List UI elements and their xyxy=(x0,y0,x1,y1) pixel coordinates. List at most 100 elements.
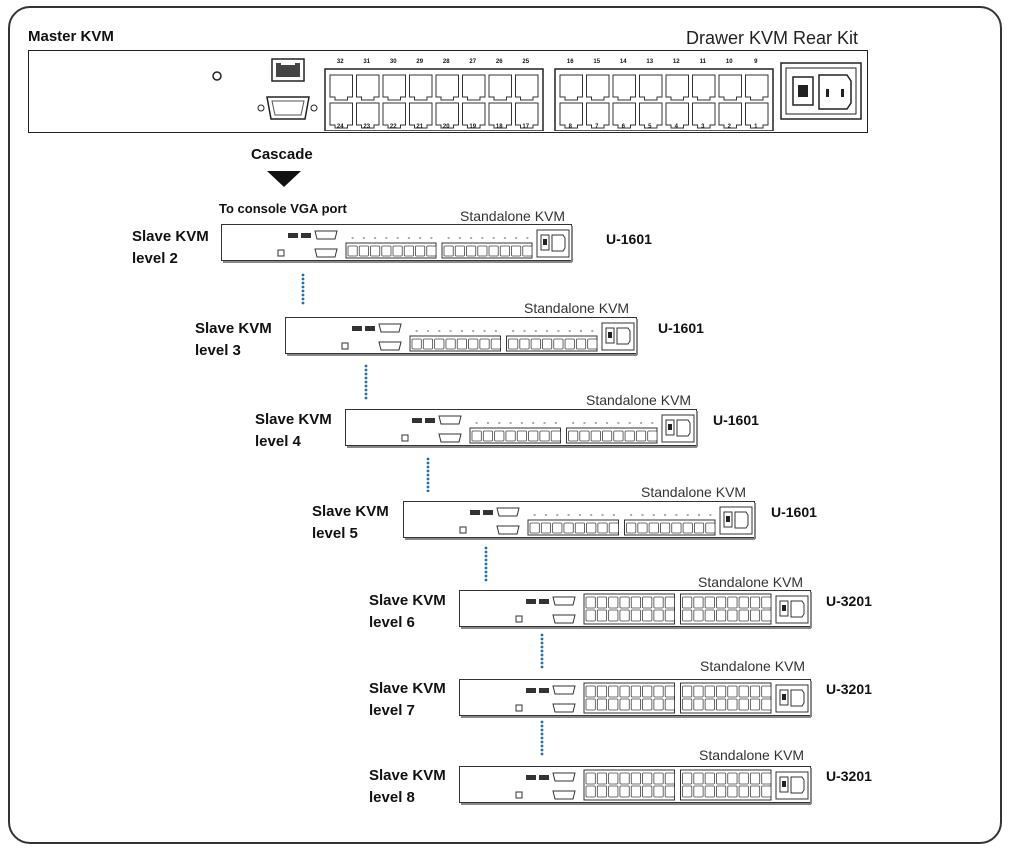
port-number-label: 5 xyxy=(648,124,652,130)
rj45-port-icon xyxy=(586,102,610,129)
port-number-label: 3 xyxy=(701,124,705,130)
slave-unit-graphic xyxy=(347,411,698,448)
cascade-chain-connector xyxy=(484,546,488,582)
port-number-label: 19 xyxy=(469,124,477,130)
rj45-port-icon xyxy=(409,74,433,101)
slave-type-label: Standalone KVM xyxy=(641,484,747,500)
cascade-label: Cascade xyxy=(251,146,313,163)
port-number-label: 24 xyxy=(336,124,344,130)
rj45-port-icon xyxy=(515,102,539,129)
port-number-label: 21 xyxy=(416,124,424,130)
power-module-icon xyxy=(780,62,862,120)
port-number-label: 28 xyxy=(442,59,450,65)
rj45-port-icon xyxy=(718,102,742,129)
cascade-chain-connector xyxy=(540,633,544,669)
rj45-port-icon xyxy=(435,102,459,129)
master-kvm-label: Master KVM xyxy=(28,28,114,45)
slave-name-label: Slave KVM xyxy=(312,503,389,520)
slave-model-label: U-1601 xyxy=(606,231,652,247)
slave-kvm-unit xyxy=(285,317,638,356)
slave-model-label: U-1601 xyxy=(658,320,704,336)
slave-level-label: level 5 xyxy=(312,525,358,542)
slave-kvm-unit xyxy=(459,679,812,718)
slave-unit-graphic xyxy=(461,681,812,718)
port-number-label: 1 xyxy=(754,124,758,130)
rj45-port-icon xyxy=(718,74,742,101)
rj45-port-icon xyxy=(462,102,486,129)
cascade-chain-connector xyxy=(364,364,368,400)
port-number-label: 22 xyxy=(389,124,397,130)
rj45-port-icon xyxy=(356,102,380,129)
rj45-cascade-port-icon xyxy=(271,58,305,82)
slave-kvm-unit xyxy=(345,409,698,448)
slave-unit-graphic xyxy=(223,226,573,263)
slave-level-label: level 8 xyxy=(369,789,415,806)
slave-unit-graphic xyxy=(461,768,812,805)
slave-model-label: U-1601 xyxy=(713,412,759,428)
slave-name-label: Slave KVM xyxy=(369,680,446,697)
slave-unit-graphic xyxy=(405,503,756,540)
port-number-label: 18 xyxy=(495,124,503,130)
rj45-port-icon xyxy=(488,102,512,129)
port-number-label: 12 xyxy=(672,59,680,65)
slave-name-label: Slave KVM xyxy=(369,592,446,609)
rj45-port-icon xyxy=(692,74,716,101)
rj45-port-icon xyxy=(586,74,610,101)
rj45-port-icon xyxy=(515,74,539,101)
port-number-label: 27 xyxy=(469,59,477,65)
slave-name-label: Slave KVM xyxy=(195,320,272,337)
port-number-label: 8 xyxy=(568,124,572,130)
slave-kvm-unit xyxy=(403,501,756,540)
console-vga-label: To console VGA port xyxy=(219,201,347,216)
rj45-port-icon xyxy=(329,102,353,129)
slave-name-label: Slave KVM xyxy=(255,411,332,428)
slave-type-label: Standalone KVM xyxy=(460,208,566,224)
port-number-label: 30 xyxy=(389,59,397,65)
rj45-port-icon xyxy=(559,74,583,101)
rj45-port-icon xyxy=(435,74,459,101)
cascade-chain-connector xyxy=(301,273,305,305)
port-number-label: 26 xyxy=(495,59,503,65)
cascade-chain-connector xyxy=(540,720,544,756)
slave-model-label: U-3201 xyxy=(826,593,872,609)
slave-unit-graphic xyxy=(287,319,638,356)
rj45-port-icon xyxy=(639,102,663,129)
rj45-port-icon xyxy=(382,102,406,129)
port-number-label: 23 xyxy=(363,124,371,130)
slave-level-label: level 4 xyxy=(255,433,301,450)
drawer-kit-title: Drawer KVM Rear Kit xyxy=(686,28,859,48)
port-number-label: 32 xyxy=(336,59,344,65)
screw-icon xyxy=(212,71,222,81)
port-number-label: 11 xyxy=(699,59,706,65)
slave-model-label: U-3201 xyxy=(826,681,872,697)
cascade-arrow-icon xyxy=(267,171,301,187)
port-number-label: 9 xyxy=(754,59,758,65)
power-socket-icon xyxy=(818,74,852,110)
slave-kvm-unit xyxy=(221,224,573,263)
port-number-label: 7 xyxy=(595,124,599,130)
rj45-port-icon xyxy=(612,102,636,129)
slave-type-label: Standalone KVM xyxy=(699,747,805,763)
rj45-port-icon xyxy=(745,74,769,101)
port-number-label: 6 xyxy=(621,124,625,130)
port-number-label: 15 xyxy=(593,59,601,65)
slave-level-label: level 7 xyxy=(369,702,415,719)
slave-type-label: Standalone KVM xyxy=(524,300,630,316)
slave-name-label: Slave KVM xyxy=(369,767,446,784)
slave-model-label: U-3201 xyxy=(826,768,872,784)
slave-kvm-unit xyxy=(459,766,812,805)
master-kvm-rear-panel xyxy=(28,50,868,133)
slave-level-label: level 6 xyxy=(369,614,415,631)
slave-kvm-unit xyxy=(459,590,812,629)
slave-level-label: level 3 xyxy=(195,342,241,359)
slave-type-label: Standalone KVM xyxy=(700,658,806,674)
rj45-port-icon xyxy=(745,102,769,129)
rj45-port-icon xyxy=(559,102,583,129)
rj45-port-icon xyxy=(692,102,716,129)
rj45-port-icon xyxy=(665,102,689,129)
rj45-port-icon xyxy=(639,74,663,101)
port-number-label: 14 xyxy=(619,59,627,65)
port-number-label: 25 xyxy=(522,59,530,65)
master-port-blocks xyxy=(324,68,774,131)
port-number-label: 10 xyxy=(725,59,733,65)
